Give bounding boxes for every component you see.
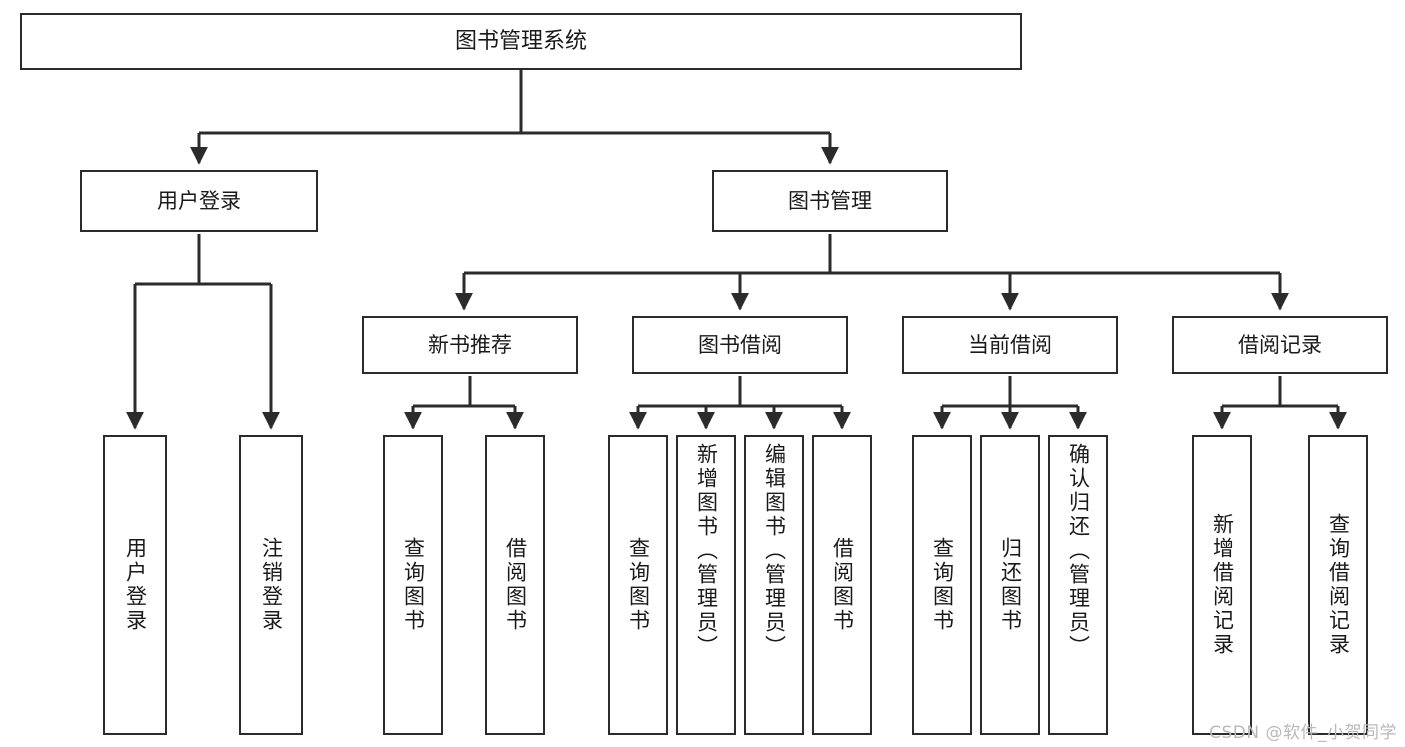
- node-label: 归还图书: [998, 537, 1023, 633]
- node-label: 新增借阅记录: [1210, 513, 1235, 657]
- node-label: 新增图书（管理员）: [694, 443, 719, 659]
- node-leaf-user-login[interactable]: 用户登录: [103, 435, 167, 735]
- node-label: 用户登录: [157, 188, 241, 213]
- node-leaf-borrow-book-2[interactable]: 借阅图书: [812, 435, 872, 735]
- node-label: 用户登录: [123, 537, 148, 633]
- node-label: 查询借阅记录: [1326, 513, 1351, 657]
- node-leaf-query-book-2[interactable]: 查询图书: [608, 435, 668, 735]
- node-book-management[interactable]: 图书管理: [712, 170, 948, 232]
- node-label: 图书借阅: [698, 332, 782, 357]
- node-book-borrow[interactable]: 图书借阅: [632, 316, 848, 374]
- node-book-management-system[interactable]: 图书管理系统: [20, 13, 1022, 70]
- node-leaf-confirm-return[interactable]: 确认归还（管理员）: [1048, 435, 1108, 735]
- node-label: 借阅图书: [503, 537, 528, 633]
- node-label: 新书推荐: [428, 332, 512, 357]
- node-leaf-query-record[interactable]: 查询借阅记录: [1308, 435, 1368, 735]
- node-label: 注销登录: [259, 537, 284, 633]
- node-leaf-borrow-book-1[interactable]: 借阅图书: [485, 435, 545, 735]
- node-current-borrow[interactable]: 当前借阅: [902, 316, 1118, 374]
- node-label: 当前借阅: [968, 332, 1052, 357]
- node-label: 查询图书: [401, 537, 426, 633]
- node-leaf-logout-login[interactable]: 注销登录: [239, 435, 303, 735]
- node-new-book-recommend[interactable]: 新书推荐: [362, 316, 578, 374]
- node-leaf-query-book-1[interactable]: 查询图书: [383, 435, 443, 735]
- node-label: 借阅记录: [1238, 332, 1322, 357]
- node-leaf-return-book[interactable]: 归还图书: [980, 435, 1040, 735]
- node-label: 编辑图书（管理员）: [762, 443, 787, 659]
- node-label: 图书管理系统: [454, 28, 587, 54]
- node-label: 借阅图书: [830, 537, 855, 633]
- node-leaf-edit-book[interactable]: 编辑图书（管理员）: [744, 435, 804, 735]
- node-borrow-record[interactable]: 借阅记录: [1172, 316, 1388, 374]
- node-leaf-add-book[interactable]: 新增图书（管理员）: [676, 435, 736, 735]
- node-leaf-query-book-3[interactable]: 查询图书: [912, 435, 972, 735]
- node-label: 图书管理: [788, 188, 872, 213]
- node-label: 查询图书: [930, 537, 955, 633]
- node-label: 确认归还（管理员）: [1066, 443, 1091, 659]
- node-leaf-add-record[interactable]: 新增借阅记录: [1192, 435, 1252, 735]
- node-label: 查询图书: [626, 537, 651, 633]
- node-user-login[interactable]: 用户登录: [80, 170, 318, 232]
